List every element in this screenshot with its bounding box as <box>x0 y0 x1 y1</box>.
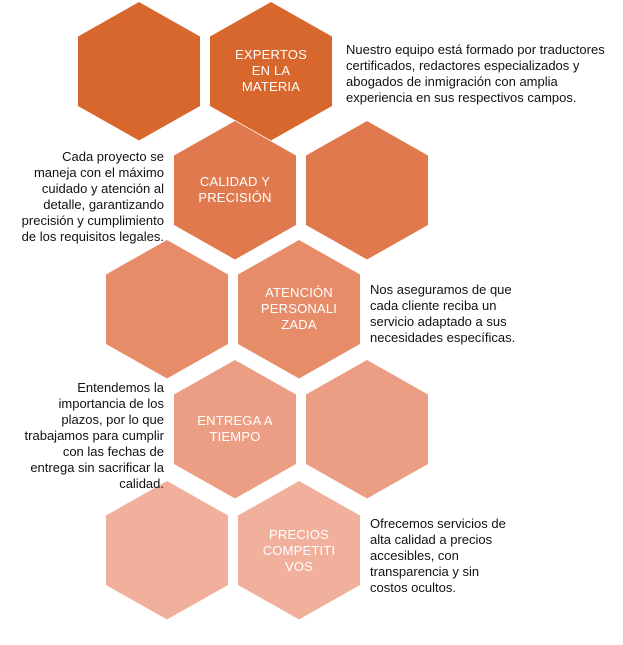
hexagon-experts <box>210 2 332 141</box>
label-quality: CALIDAD Y PRECISIÓN <box>198 174 272 205</box>
hexagon-blank-2 <box>306 121 428 260</box>
hexagon-personal <box>238 240 360 379</box>
label-experts: EXPERTOS EN LA MATERIA <box>235 47 307 94</box>
hexagon-blank-3 <box>106 240 228 379</box>
description-experts: Nuestro equipo está formado por traducto… <box>346 42 605 105</box>
hexagon-blank-1 <box>78 2 200 141</box>
hexagon-blank-5 <box>106 481 228 620</box>
label-prices: PRECIOS COMPETITI VOS <box>262 527 336 574</box>
hexagon-quality <box>174 121 296 260</box>
description-delivery: Entendemos la importancia de los plazos,… <box>24 380 164 491</box>
hexagon-delivery <box>174 360 296 499</box>
description-prices: Ofrecemos servicios de alta calidad a pr… <box>370 516 506 595</box>
label-delivery: ENTREGA A TIEMPO <box>197 413 273 444</box>
hexagon-blank-4 <box>306 360 428 499</box>
description-quality: Cada proyecto se maneja con el máximo cu… <box>21 149 164 244</box>
label-personal: ATENCIÓN PERSONALI ZADA <box>260 285 338 332</box>
description-personal: Nos aseguramos de que cada cliente recib… <box>370 282 516 345</box>
hexagon-prices <box>238 481 360 620</box>
